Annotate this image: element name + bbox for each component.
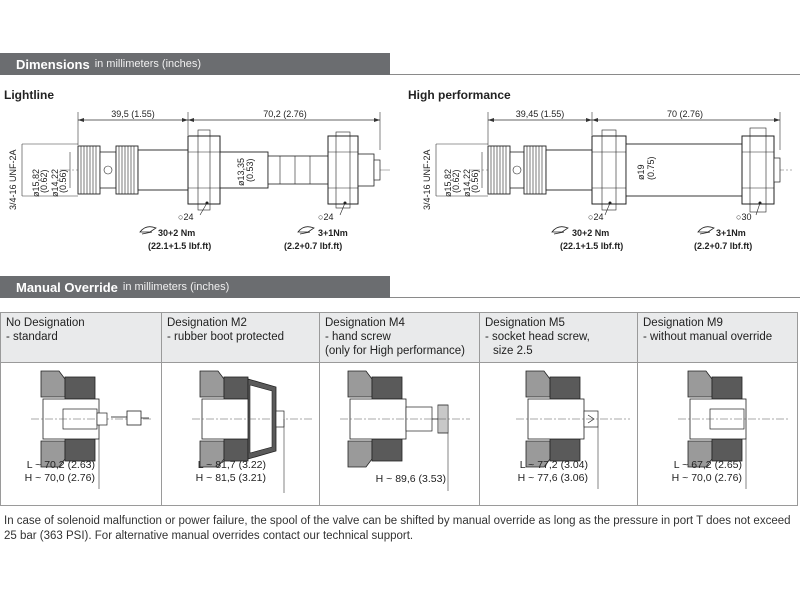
override-length-h: H ~ 70,0 (2.76)	[24, 472, 95, 484]
lightline-torque2-in: (2.2+0.7 lbf.ft)	[284, 241, 342, 251]
override-length-l: L ~ 70,2 (2.63)	[26, 459, 95, 471]
override-head-title: Designation M2	[167, 317, 247, 329]
override-length-h: H ~ 81,5 (3.21)	[195, 472, 266, 484]
wrench-icon	[697, 226, 715, 235]
dimensions-divider	[0, 74, 800, 75]
dimensions-unit-note: in millimeters (inches)	[94, 58, 202, 70]
lightline-dia3: ø13,35	[236, 158, 246, 186]
override-col-standard: No Designation - standard L ~ 70	[1, 313, 162, 505]
lightline-torque1-in: (22.1+1.5 lbf.ft)	[148, 241, 211, 251]
override-length-h: H ~ 89,6 (3.53)	[375, 473, 446, 485]
manual-override-header: Manual Override in millimeters (inches)	[0, 276, 390, 298]
override-figure: L ~ 67,2 (2.65) H ~ 70,0 (2.76)	[638, 363, 797, 505]
dimensions-title: Dimensions	[16, 56, 90, 72]
lightline-dim-left: 39,5 (1.55)	[111, 109, 155, 119]
override-head-desc: - rubber boot protected	[167, 331, 284, 343]
lightline-hex1: ○24	[178, 212, 193, 222]
lightline-dia2-in: (0.56)	[58, 169, 68, 193]
override-head: Designation M2 - rubber boot protected	[162, 313, 319, 363]
hp-dia2-in: (0.56)	[470, 169, 480, 193]
hp-hex2: ○30	[736, 212, 751, 222]
override-col-m2: Designation M2 - rubber boot protected L…	[162, 313, 320, 505]
override-head: No Designation - standard	[1, 313, 161, 363]
override-length-l: L ~ 81,7 (3.22)	[197, 459, 266, 471]
hp-dim-right: 70 (2.76)	[667, 109, 703, 119]
override-head-title: Designation M4	[325, 317, 405, 329]
hp-torque1: 30+2 Nm	[572, 228, 609, 238]
hp-thread: 3/4-16 UNF-2A	[422, 149, 432, 210]
manual-override-table: No Designation - standard L ~ 70	[0, 312, 798, 506]
override-figure: H ~ 89,6 (3.53)	[320, 363, 479, 505]
override-length-h: H ~ 70,0 (2.76)	[671, 472, 742, 484]
hp-torque1-in: (22.1+1.5 lbf.ft)	[560, 241, 623, 251]
override-head-desc: - hand screw	[325, 331, 391, 343]
override-head: Designation M5 - socket head screw, size…	[480, 313, 637, 363]
lightline-dia3-in: (0.53)	[245, 158, 255, 182]
override-figure: L ~ 70,2 (2.63) H ~ 70,0 (2.76)	[1, 363, 161, 505]
hp-torque2: 3+1Nm	[716, 228, 746, 238]
manual-override-divider	[0, 297, 800, 298]
dimensions-header: Dimensions in millimeters (inches)	[0, 53, 390, 75]
override-col-m4: Designation M4 - hand screw (only for Hi…	[320, 313, 480, 505]
override-head-desc: - standard	[6, 331, 58, 343]
override-length-l: L ~ 77,2 (3.04)	[519, 459, 588, 471]
wrench-icon	[297, 226, 315, 235]
lightline-drawing: 39,5 (1.55) 70,2 (2.76) 3/4-16 UNF-2A ø1…	[0, 100, 400, 265]
pin-tool-icon	[111, 410, 149, 426]
lightline-dia1: ø15,82	[31, 169, 41, 197]
lightline-dia1-in: (0.62)	[39, 169, 49, 193]
override-head-desc: - socket head screw,	[485, 331, 590, 343]
lightline-thread: 3/4-16 UNF-2A	[8, 149, 18, 210]
wrench-icon	[139, 226, 157, 235]
override-head: Designation M9 - without manual override	[638, 313, 797, 363]
override-col-m9: Designation M9 - without manual override…	[638, 313, 797, 505]
lightline-torque2: 3+1Nm	[318, 228, 348, 238]
wrench-icon	[551, 226, 569, 235]
high-performance-drawing: 39,45 (1.55) 70 (2.76) 3/4-16 UNF-2A ø15…	[400, 100, 800, 265]
hp-dim-left: 39,45 (1.55)	[516, 109, 565, 119]
high-performance-label: High performance	[408, 88, 511, 102]
hp-torque2-in: (2.2+0.7 lbf.ft)	[694, 241, 752, 251]
override-figure: L ~ 77,2 (3.04) H ~ 77,6 (3.06)	[480, 363, 637, 505]
lightline-hex2: ○24	[318, 212, 333, 222]
lightline-label: Lightline	[4, 88, 54, 102]
override-head-desc: - without manual override	[643, 331, 773, 343]
manual-override-title: Manual Override	[16, 279, 118, 295]
hp-hex1: ○24	[588, 212, 603, 222]
hp-dia3-in: (0.75)	[646, 156, 656, 180]
override-figure: L ~ 81,7 (3.22) H ~ 81,5 (3.21)	[162, 363, 319, 505]
footnote-text: In case of solenoid malfunction or power…	[4, 515, 791, 542]
override-length-l: L ~ 67,2 (2.65)	[673, 459, 742, 471]
override-head-note: (only for High performance)	[325, 345, 465, 357]
hp-dia3: ø19	[636, 164, 646, 180]
lightline-torque1: 30+2 Nm	[158, 228, 195, 238]
hp-dia1-in: (0.62)	[451, 169, 461, 193]
lightline-dim-right: 70,2 (2.76)	[263, 109, 307, 119]
override-head-title: No Designation	[6, 317, 85, 329]
override-head-title: Designation M9	[643, 317, 723, 329]
lightline-dia2: ø14,22	[50, 169, 60, 197]
override-head-title: Designation M5	[485, 317, 565, 329]
override-length-h: H ~ 77,6 (3.06)	[517, 472, 588, 484]
override-head-note: size 2.5	[493, 345, 533, 357]
hp-dia2: ø14,22	[462, 169, 472, 197]
hp-dia1: ø15,82	[443, 169, 453, 197]
override-head: Designation M4 - hand screw (only for Hi…	[320, 313, 479, 363]
override-col-m5: Designation M5 - socket head screw, size…	[480, 313, 638, 505]
manual-override-unit-note: in millimeters (inches)	[122, 281, 230, 293]
